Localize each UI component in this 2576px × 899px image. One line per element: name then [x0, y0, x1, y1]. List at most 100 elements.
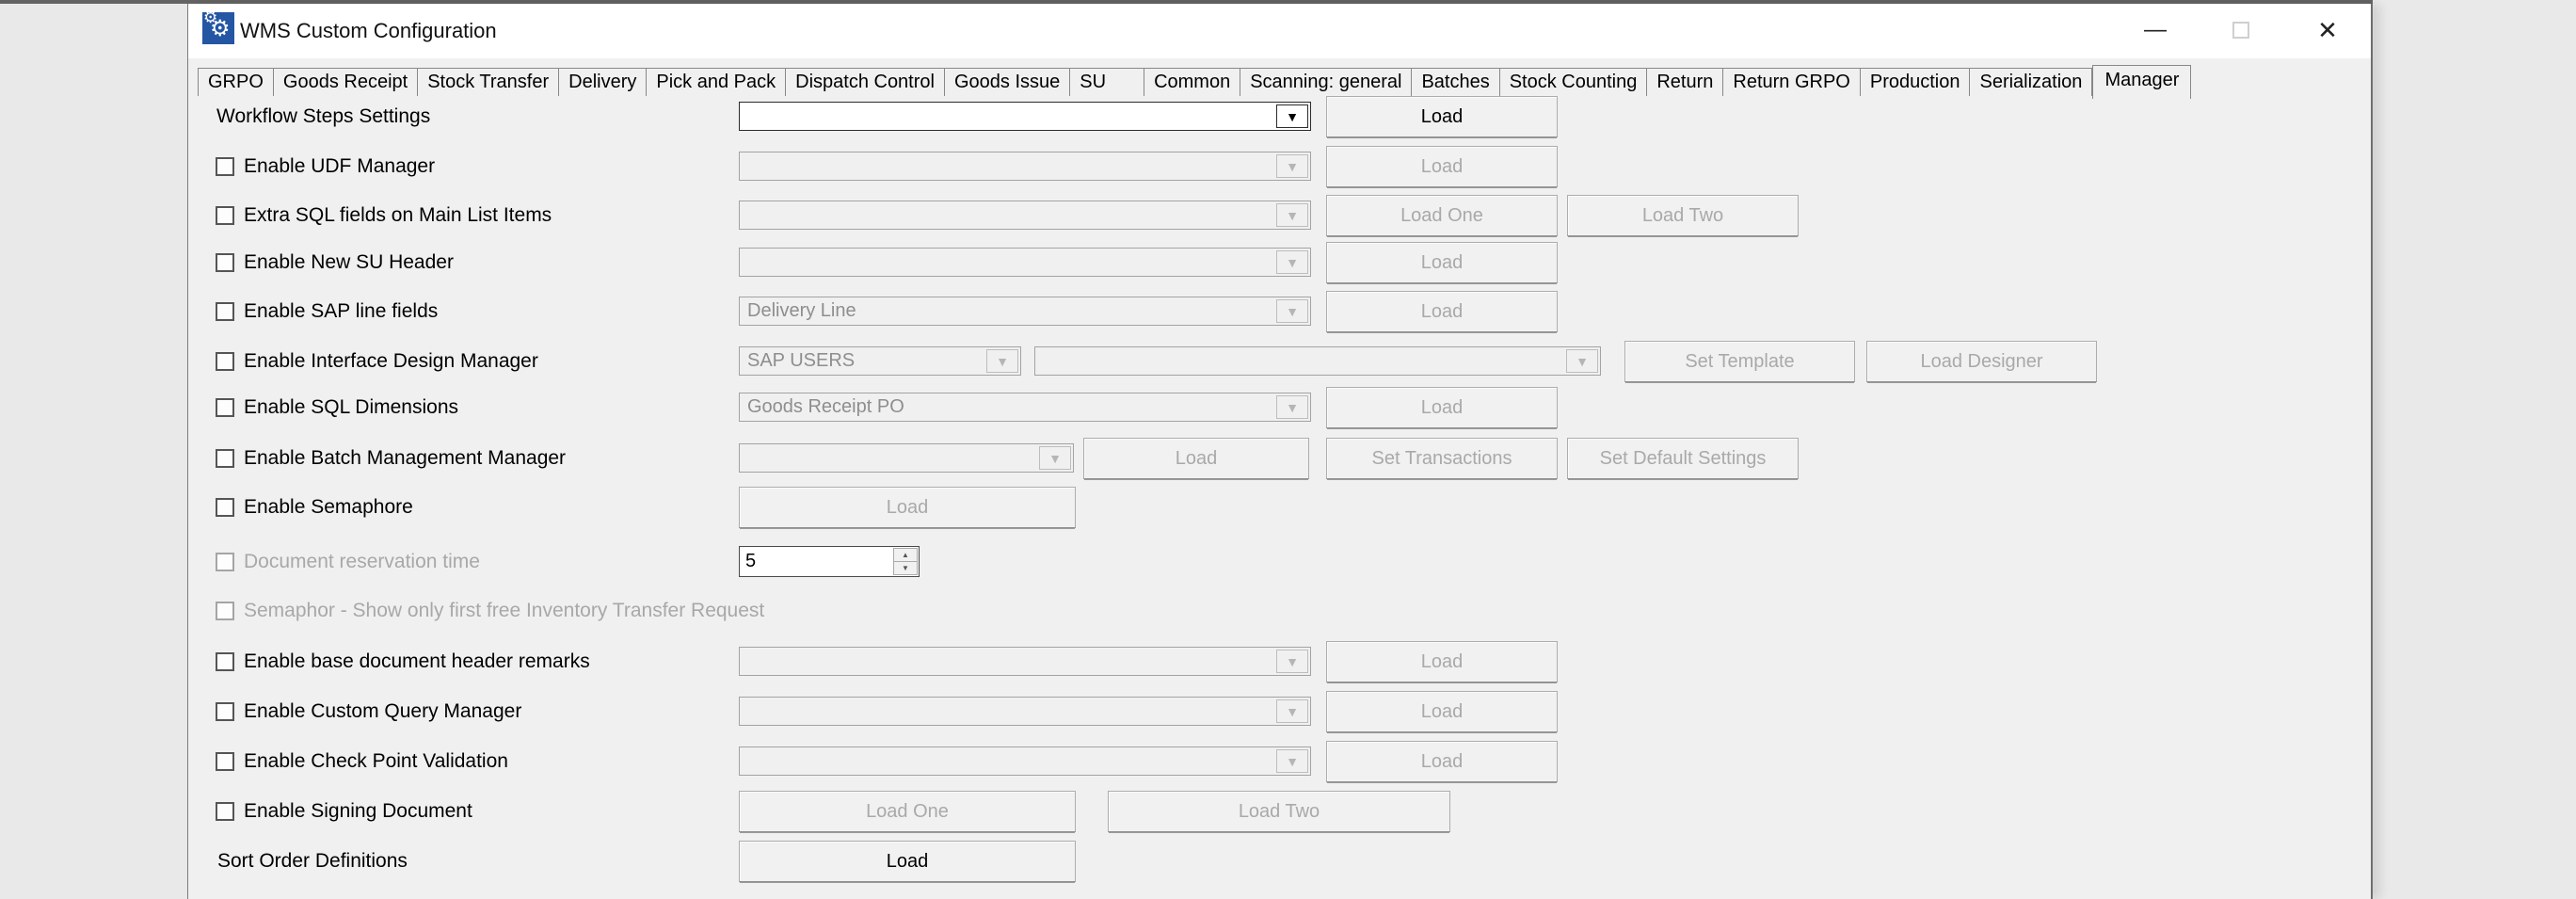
batch-management-combobox[interactable]: ▼ — [739, 443, 1074, 473]
maximize-button[interactable] — [2210, 4, 2272, 56]
load-button[interactable]: Load — [739, 841, 1076, 882]
dropdown-arrow-icon[interactable]: ▼ — [1276, 104, 1308, 128]
load-one-button: Load One — [1326, 195, 1558, 236]
row-enable-udf-manager: Enable UDF Manager ▼ Load — [188, 142, 2374, 191]
dropdown-arrow-icon: ▼ — [1276, 395, 1308, 419]
reservation-time-spinner[interactable]: 5 ▲ ▼ — [739, 546, 920, 577]
row-enable-check-point-validation: Enable Check Point Validation ▼ Load — [188, 737, 2374, 786]
spinner-down-icon[interactable]: ▼ — [893, 561, 918, 575]
spinner-up-icon[interactable]: ▲ — [893, 548, 918, 562]
enable-semaphore-checkbox[interactable] — [216, 498, 234, 517]
dropdown-arrow-icon: ▼ — [1566, 349, 1598, 373]
tab-dispatch-control[interactable]: Dispatch Control — [786, 68, 945, 96]
tab-delivery[interactable]: Delivery — [559, 68, 648, 96]
row-enable-signing-document: Enable Signing Document Load One Load Tw… — [188, 787, 2374, 836]
row-enable-sap-line-fields: Enable SAP line fields Delivery Line ▼ L… — [188, 287, 2374, 336]
row-enable-sql-dimensions: Enable SQL Dimensions Goods Receipt PO ▼… — [188, 383, 2374, 432]
enable-batch-management-manager-checkbox[interactable] — [216, 449, 234, 468]
dropdown-arrow-icon: ▼ — [1276, 203, 1308, 227]
enable-sql-dimensions-checkbox[interactable] — [216, 398, 234, 417]
tab-serialization[interactable]: Serialization — [1970, 68, 2093, 96]
tab-return-grpo[interactable]: Return GRPO — [1723, 68, 1861, 96]
row-enable-base-document-header-remarks: Enable base document header remarks ▼ Lo… — [188, 637, 2374, 686]
enable-custom-query-manager-checkbox[interactable] — [216, 702, 234, 721]
tab-manager[interactable]: Manager — [2092, 65, 2192, 99]
workflow-steps-combobox[interactable]: ▼ — [739, 102, 1311, 131]
tab-goods-receipt[interactable]: Goods Receipt — [273, 68, 419, 96]
enable-interface-design-manager-checkbox[interactable] — [216, 352, 234, 371]
load-one-button: Load One — [739, 791, 1076, 832]
row-label: Enable SAP line fields — [244, 300, 439, 322]
sap-users-combobox[interactable]: SAP USERS ▼ — [739, 346, 1021, 376]
load-button: Load — [1326, 641, 1558, 682]
row-enable-custom-query-manager: Enable Custom Query Manager ▼ Load — [188, 687, 2374, 736]
dropdown-arrow-icon: ▼ — [1276, 749, 1308, 773]
interface-template-combobox[interactable]: ▼ — [1034, 346, 1601, 376]
tab-stock-transfer[interactable]: Stock Transfer — [418, 68, 560, 96]
row-label: Enable UDF Manager — [244, 155, 436, 177]
enable-check-point-validation-checkbox[interactable] — [216, 752, 234, 771]
set-default-settings-button: Set Default Settings — [1567, 438, 1799, 479]
load-two-button: Load Two — [1567, 195, 1799, 236]
row-sort-order-definitions: Sort Order Definitions Load — [188, 837, 2374, 886]
load-designer-button: Load Designer — [1866, 341, 2097, 382]
load-button: Load — [1326, 387, 1558, 428]
tab-batches[interactable]: Batches — [1412, 68, 1500, 96]
row-semaphor-show-only-first-free: Semaphor - Show only first free Inventor… — [188, 586, 2374, 635]
title-bar: ⚙ ⚙ WMS Custom Configuration — ✕ — [188, 4, 2371, 58]
enable-new-su-header-checkbox[interactable] — [216, 253, 234, 272]
tab-scanning-general[interactable]: Scanning: general — [1240, 68, 1413, 96]
row-label: Semaphor - Show only first free Inventor… — [244, 600, 765, 621]
row-enable-new-su-header: Enable New SU Header ▼ Load — [188, 238, 2374, 287]
enable-sap-line-fields-checkbox[interactable] — [216, 302, 234, 321]
load-button: Load — [1326, 242, 1558, 283]
row-label: Document reservation time — [244, 551, 480, 572]
custom-query-combobox[interactable]: ▼ — [739, 697, 1311, 726]
tab-common[interactable]: Common — [1144, 68, 1241, 96]
tab-pick-and-pack[interactable]: Pick and Pack — [647, 68, 787, 96]
tab-su[interactable]: SU — [1070, 68, 1145, 96]
enable-base-document-header-remarks-checkbox[interactable] — [216, 652, 234, 671]
row-label: Enable Check Point Validation — [244, 750, 508, 772]
window-top-border — [0, 0, 2373, 4]
row-workflow-steps-settings: Workflow Steps Settings ▼ Load — [188, 92, 2374, 141]
document-reservation-time-checkbox — [216, 553, 234, 571]
sap-line-fields-combobox[interactable]: Delivery Line ▼ — [739, 297, 1311, 326]
row-label: Enable base document header remarks — [244, 650, 590, 672]
row-enable-batch-management-manager: Enable Batch Management Manager ▼ Load S… — [188, 434, 2374, 483]
minimize-button[interactable]: — — [2144, 17, 2167, 42]
row-label: Enable Signing Document — [244, 800, 472, 822]
new-su-header-combobox[interactable]: ▼ — [739, 248, 1311, 277]
dropdown-arrow-icon: ▼ — [1276, 650, 1308, 673]
row-label: Enable SQL Dimensions — [244, 396, 459, 418]
tab-grpo[interactable]: GRPO — [198, 68, 274, 96]
tab-return[interactable]: Return — [1647, 68, 1724, 96]
check-point-validation-combobox[interactable]: ▼ — [739, 746, 1311, 776]
row-label: Enable Interface Design Manager — [244, 350, 538, 372]
close-button[interactable]: ✕ — [2317, 16, 2338, 44]
load-button[interactable]: Load — [1326, 96, 1558, 137]
load-button: Load — [1326, 146, 1558, 187]
set-template-button: Set Template — [1624, 341, 1855, 382]
dropdown-arrow-icon: ▼ — [1276, 154, 1308, 178]
extra-sql-fields-combobox[interactable]: ▼ — [739, 201, 1311, 230]
row-extra-sql-fields: Extra SQL fields on Main List Items ▼ Lo… — [188, 191, 2374, 240]
tab-goods-issue[interactable]: Goods Issue — [944, 68, 1071, 96]
wms-custom-configuration-window: ⚙ ⚙ WMS Custom Configuration — ✕ GRPO Go… — [187, 4, 2373, 899]
tab-production[interactable]: Production — [1860, 68, 1971, 96]
base-document-remarks-combobox[interactable]: ▼ — [739, 647, 1311, 676]
sql-dimensions-combobox[interactable]: Goods Receipt PO ▼ — [739, 393, 1311, 422]
gears-icon: ⚙ ⚙ — [202, 8, 234, 44]
row-label: Enable Custom Query Manager — [244, 700, 522, 722]
load-two-button: Load Two — [1108, 791, 1450, 832]
row-enable-semaphore: Enable Semaphore Load — [188, 483, 2374, 532]
dropdown-arrow-icon: ▼ — [1276, 250, 1308, 274]
set-transactions-button: Set Transactions — [1326, 438, 1558, 479]
extra-sql-fields-checkbox[interactable] — [216, 206, 234, 225]
enable-signing-document-checkbox[interactable] — [216, 802, 234, 821]
window-title: WMS Custom Configuration — [240, 19, 497, 42]
dropdown-arrow-icon: ▼ — [1276, 699, 1308, 723]
tab-stock-counting[interactable]: Stock Counting — [1499, 68, 1648, 96]
enable-udf-manager-checkbox[interactable] — [216, 157, 234, 176]
udf-manager-combobox[interactable]: ▼ — [739, 152, 1311, 181]
